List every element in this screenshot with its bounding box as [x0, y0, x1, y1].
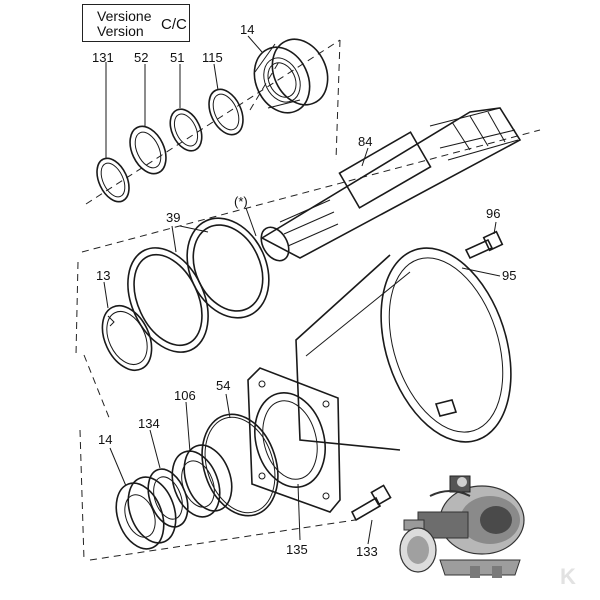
label-14-bottom: 14	[98, 432, 112, 447]
version-box: Versione Version C/C	[82, 4, 190, 42]
part-39-rings	[127, 207, 270, 353]
label-135: 135	[286, 542, 308, 557]
label-14-top: 14	[240, 22, 254, 37]
watermark-logo: K	[560, 564, 576, 589]
version-line-2: Version	[97, 23, 144, 39]
label-134: 134	[138, 416, 160, 431]
label-13: 13	[96, 268, 110, 283]
part-131-snap-ring	[96, 62, 130, 203]
part-115-circlip	[208, 63, 244, 136]
part-133-screw	[350, 484, 392, 545]
label-133: 133	[356, 544, 378, 559]
label-84: 84	[358, 134, 372, 149]
version-line-1: Versione	[97, 8, 152, 24]
gearbox-product-image	[399, 475, 525, 578]
label-106: 106	[174, 388, 196, 403]
part-52-ring	[129, 64, 167, 175]
part-51-ring	[169, 64, 203, 152]
label-54: 54	[216, 378, 230, 393]
label-39: 39	[166, 210, 180, 225]
label-131: 131	[92, 50, 114, 65]
label-star: (*)	[234, 194, 248, 209]
dashed-frame	[75, 39, 541, 561]
part-54-o-ring	[201, 393, 279, 517]
part-135-flange	[247, 367, 341, 541]
part-95-housing	[295, 247, 512, 451]
part-134-ring	[147, 429, 189, 528]
label-115: 115	[202, 50, 223, 65]
label-52: 52	[134, 50, 148, 65]
part-14-top-bearing	[247, 35, 329, 114]
part-96-screw	[464, 221, 504, 260]
part-13-snap-ring	[101, 281, 153, 371]
label-96: 96	[486, 206, 500, 221]
part-84-splined-shaft	[260, 107, 522, 262]
label-51: 51	[170, 50, 184, 65]
part-106-seal	[171, 401, 233, 518]
version-code: C/C	[161, 16, 187, 33]
part-14-bottom-bearing	[109, 447, 177, 550]
label-95: 95	[502, 268, 516, 283]
